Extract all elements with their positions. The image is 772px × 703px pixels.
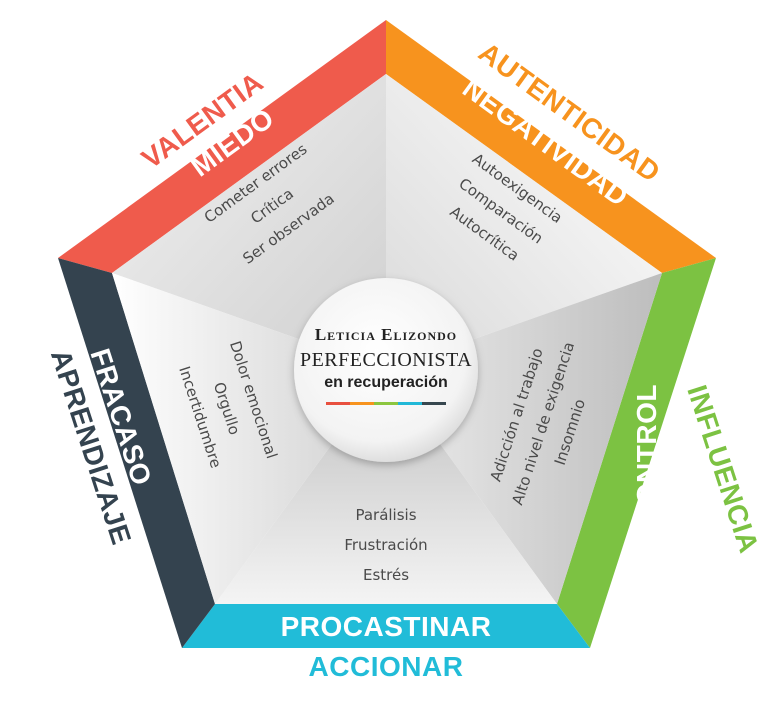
center-subtitle: en recuperación <box>324 374 448 391</box>
inner-label-control: Control <box>631 384 662 526</box>
facet-bottom <box>215 370 557 604</box>
frame-top-right <box>386 20 716 273</box>
frame-right <box>557 258 716 648</box>
facet-top-left <box>112 74 386 370</box>
stripe-segment <box>326 402 350 405</box>
center-title: Perfeccionista <box>300 349 472 371</box>
section-accionar-procastinar: Procastinar Accionar Parálisis Frustraci… <box>281 506 492 682</box>
center-color-stripe <box>326 402 446 405</box>
item-estres: Estrés <box>363 566 409 584</box>
center-badge: Leticia Elizondo Perfeccionista en recup… <box>294 278 478 462</box>
item-frustracion: Frustración <box>344 536 427 554</box>
frame-left <box>58 258 215 648</box>
outer-label-influencia: Influencia <box>681 381 764 557</box>
stripe-segment <box>398 402 422 405</box>
frame-bottom <box>182 604 590 648</box>
stripe-segment <box>374 402 398 405</box>
facet-top-right <box>386 74 662 370</box>
center-circle <box>294 278 478 462</box>
frame-top-left <box>58 20 386 273</box>
item-paralisis: Parálisis <box>355 506 416 524</box>
center-name: Leticia Elizondo <box>315 325 457 344</box>
stripe-segment <box>350 402 374 405</box>
outer-label-accionar: Accionar <box>309 651 464 682</box>
pentagon-frame <box>58 20 716 648</box>
stripe-segment <box>422 402 446 405</box>
inner-label-procastinar: Procastinar <box>281 611 492 642</box>
